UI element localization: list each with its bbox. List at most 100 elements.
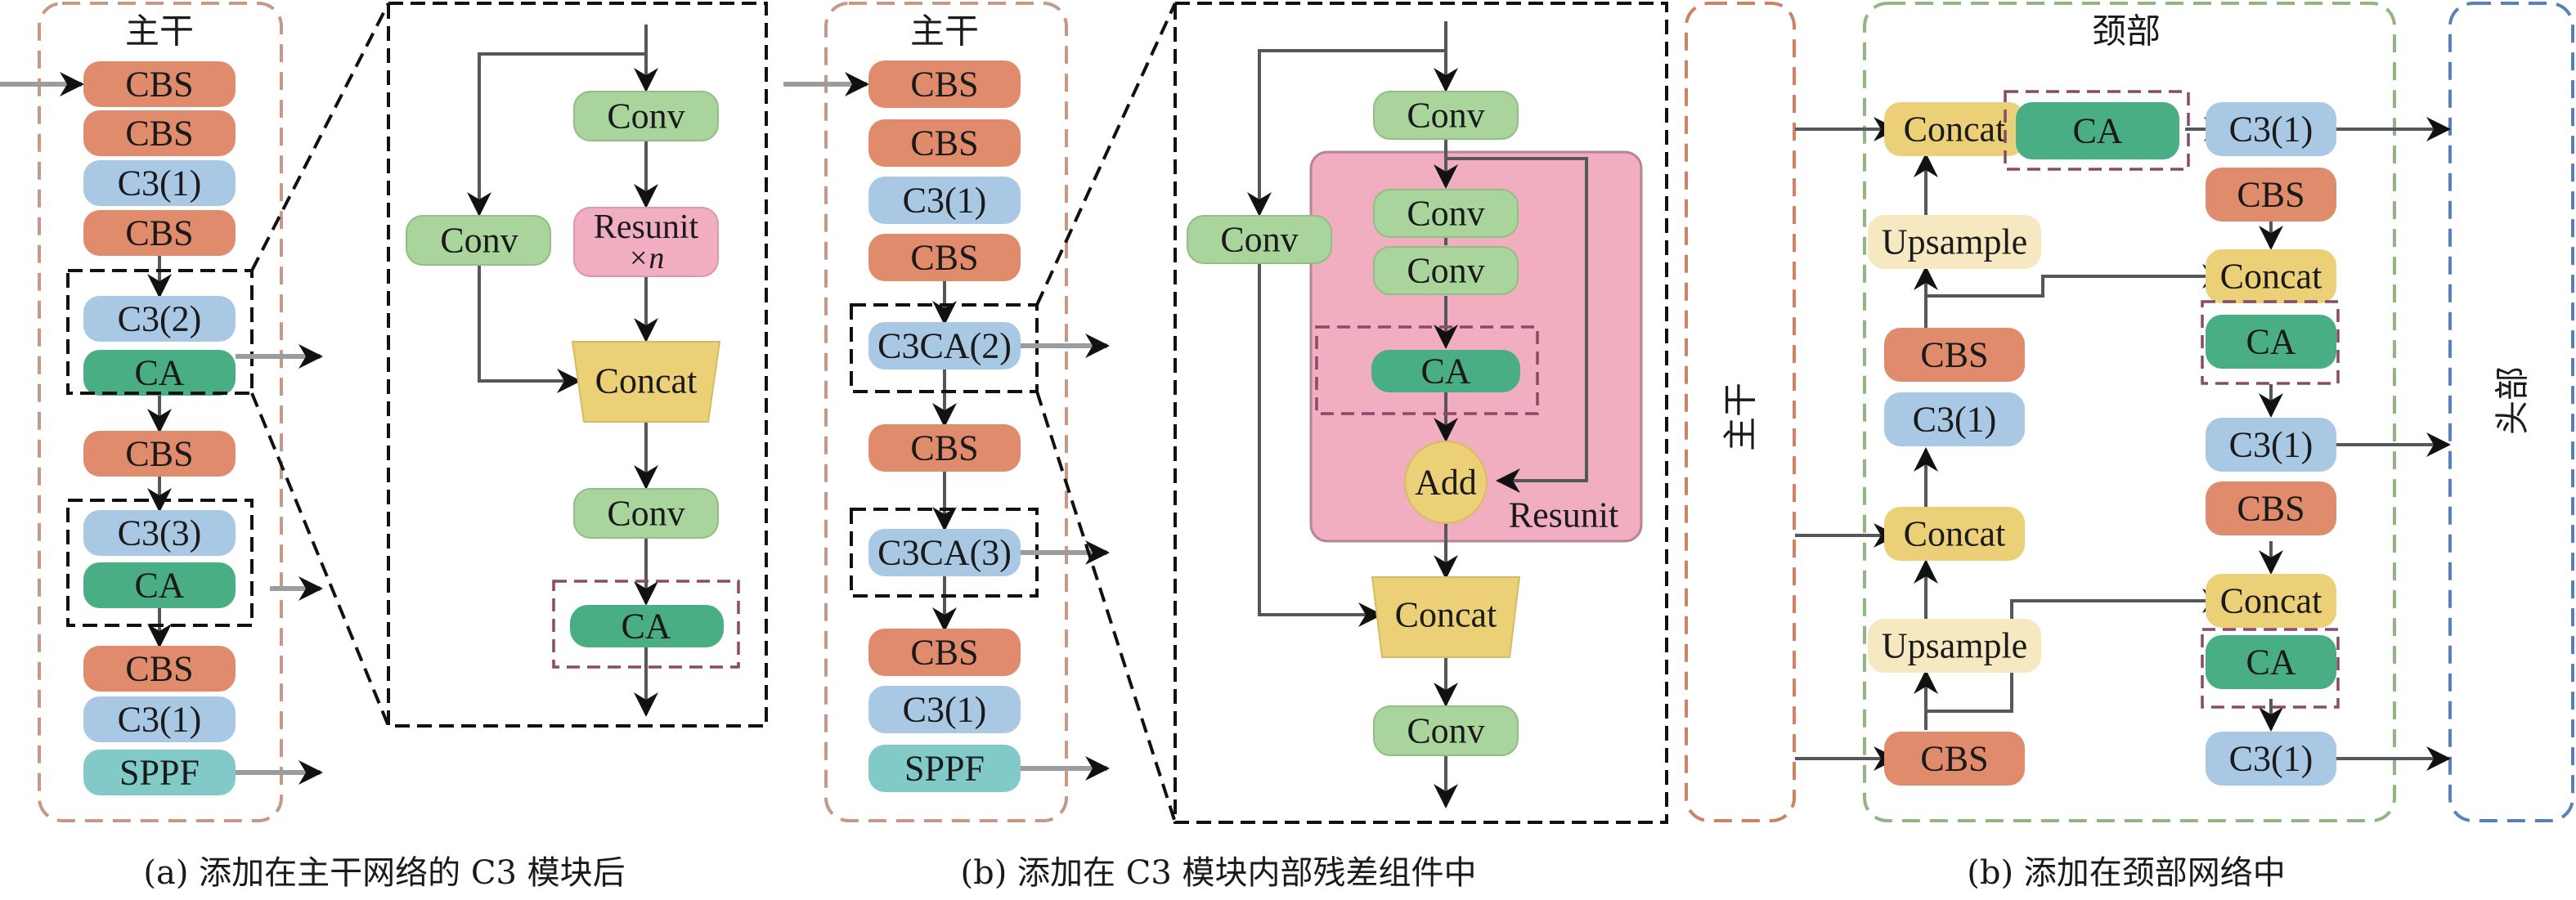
zoom-line-b-bottom <box>1035 391 1177 823</box>
block-shape <box>868 119 1021 167</box>
backbone-a-block-c3-1: C3(1) <box>83 160 236 206</box>
block-shape <box>868 424 1021 472</box>
caption-c: (b) 添加在颈部网络中 <box>1967 854 2286 892</box>
block-shape <box>868 629 1021 676</box>
neck-left-block-concat: Concat <box>1884 507 2025 561</box>
detail-a-conv-side: Conv <box>406 215 551 266</box>
block-shape <box>2206 732 2336 786</box>
block-shape <box>83 160 236 206</box>
neck-right-block-c3-1: C3(1) <box>2206 102 2336 156</box>
detail-b-ca-label: CA <box>1420 351 1470 392</box>
block-shape <box>1884 392 2025 446</box>
block-label: C3(1) <box>2229 739 2313 779</box>
block-label: CBS <box>125 213 193 253</box>
block-shape <box>1868 215 2041 269</box>
neck-group <box>1863 2 2396 822</box>
detail-a-conv-top-label: Conv <box>607 96 684 137</box>
block-shape <box>83 646 236 692</box>
backbone-b-block-c3ca-3: C3CA(3) <box>868 529 1021 576</box>
detail-b-concat: Concat <box>1371 576 1521 658</box>
block-shape <box>83 110 236 156</box>
backbone-b-block-cbs: CBS <box>868 119 1021 167</box>
neck-left-block-concat: Concat <box>1884 102 2025 156</box>
neck-right-block-ca: CA <box>2206 635 2336 689</box>
block-label: CBS <box>910 238 978 278</box>
detail-b-conv-top-label: Conv <box>1407 96 1484 136</box>
caption-b: (b) 添加在 C3 模块内部残差组件中 <box>960 854 1476 892</box>
detail-b-conv-bottom-label: Conv <box>1407 711 1484 751</box>
block-label: CBS <box>910 633 978 673</box>
neck-right-block-concat: Concat <box>2206 574 2336 628</box>
backbone-a-block-c3-1: C3(1) <box>83 696 236 742</box>
c3-ca-group-2 <box>66 269 254 395</box>
detail-b-conv-top: Conv <box>1373 91 1519 140</box>
block-label: C3(2) <box>118 299 202 339</box>
backbone-a-block-cbs: CBS <box>83 646 236 692</box>
block-shape <box>1884 732 2025 786</box>
detail-a-ca: CA <box>570 605 724 647</box>
block-shape <box>83 510 236 556</box>
backbone-b-block-c3-1: C3(1) <box>868 686 1021 733</box>
backbone-title-b: 主干 <box>910 11 979 51</box>
neck-ca-highlight-2 <box>2201 628 2340 709</box>
neck-left-block-cbs: CBS <box>1884 732 2025 786</box>
detail-a-ca-highlight <box>552 580 740 669</box>
block-shape <box>83 431 236 477</box>
neck-right-block-cbs: CBS <box>2206 481 2336 535</box>
block-shape <box>868 234 1021 281</box>
backbone-a-block-cbs: CBS <box>83 110 236 156</box>
backbone-a-block-c3-3: C3(3) <box>83 510 236 556</box>
block-label: C3CA(2) <box>877 326 1012 366</box>
block-label: CA <box>134 353 184 393</box>
block-shape <box>868 60 1021 108</box>
block-shape <box>1884 328 2025 382</box>
block-label: CBS <box>125 114 193 154</box>
backbone-b-block-cbs: CBS <box>868 234 1021 281</box>
detail-b-conv-bottom: Conv <box>1373 705 1519 756</box>
block-label: C3(1) <box>2229 110 2313 150</box>
block-label: CBS <box>125 649 193 689</box>
block-label: CA <box>2246 643 2296 683</box>
detail-b-conv-side: Conv <box>1187 215 1332 264</box>
block-label: CBS <box>910 65 978 105</box>
block-shape <box>83 696 236 742</box>
block-label: CBS <box>910 428 978 468</box>
block-shape <box>1868 619 2041 673</box>
block-shape <box>2206 574 2336 628</box>
block-label: CBS <box>910 123 978 163</box>
block-shape <box>2206 481 2336 535</box>
detail-b-add: Add <box>1404 441 1488 524</box>
block-label: CBS <box>125 65 193 105</box>
zoom-line-b-top <box>1035 2 1177 306</box>
neck-top-ca: CA <box>2016 102 2179 159</box>
detail-b-add-label: Add <box>1415 463 1477 503</box>
block-shape <box>83 210 236 256</box>
backbone-blocks-a: CBSCBSC3(1)CBSC3(2)CACBSC3(3)CACBSC3(1)S… <box>83 61 236 795</box>
backbone-b-block-c3ca-2: C3CA(2) <box>868 322 1021 369</box>
backbone-label-c: 主干 <box>1721 383 1761 451</box>
detail-a-resunit: Resunit ×n <box>573 207 719 277</box>
detail-b-concat-label: Concat <box>1395 595 1497 635</box>
neck-left-block-cbs: CBS <box>1884 328 2025 382</box>
block-label: CBS <box>2237 489 2304 529</box>
block-shape <box>1884 102 2025 156</box>
edge-b-side-concat <box>1258 263 1383 627</box>
block-label: Concat <box>1904 514 2006 554</box>
block-label: C3(1) <box>118 163 202 204</box>
block-label: Concat <box>1904 110 2006 150</box>
block-shape <box>2206 249 2336 303</box>
detail-box-a <box>387 2 768 728</box>
neck-left-block-upsample: Upsample <box>1868 215 2041 269</box>
detail-a-conv-side-label: Conv <box>440 221 518 261</box>
detail-a-conv-bottom-label: Conv <box>607 494 684 534</box>
backbone-a-block-ca: CA <box>83 562 236 608</box>
detail-a-ca-label: CA <box>621 607 671 647</box>
panel-c: 主干 颈部 头部 ConcatUpsampleCBSC3(1)ConcatUps… <box>1685 2 2574 892</box>
block-label: SPPF <box>904 749 985 789</box>
block-label: CBS <box>125 434 193 474</box>
backbone-blocks-b: CBSCBSC3(1)CBSC3CA(2)CBSC3CA(3)CBSC3(1)S… <box>868 60 1021 792</box>
zoom-line-a-top <box>250 2 390 271</box>
detail-b-res-conv-1: Conv <box>1373 189 1519 238</box>
panel-a: 主干 CBSCBSC3(1)CBSC3(2)CACBSC3(3)CACBSC3(… <box>0 2 768 892</box>
